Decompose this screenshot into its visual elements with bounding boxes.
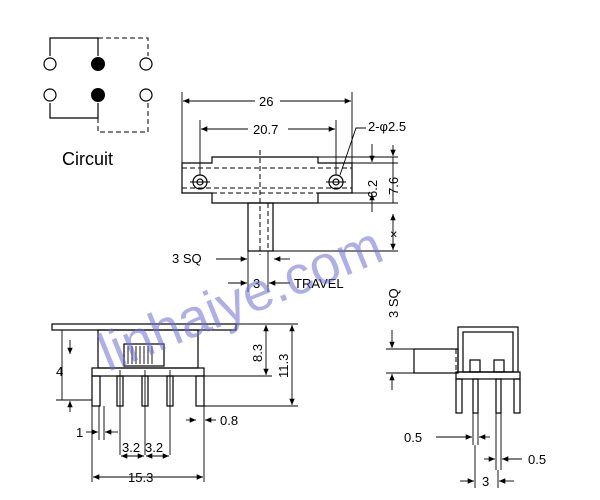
end-body-outer: [457, 326, 519, 373]
end-pin-right: [495, 378, 502, 414]
circuit-dashed-top: [98, 37, 149, 56]
end-handle: [413, 348, 459, 374]
dim-hole-spacing: 20.7: [253, 122, 278, 137]
terminal-open-4: [139, 88, 153, 102]
circuit-link-bottom: [49, 103, 99, 119]
end-base: [455, 371, 521, 380]
end-pin-left: [472, 378, 479, 414]
end-leg-right: [513, 378, 521, 414]
terminal-open-1: [43, 57, 57, 71]
dim-total-height: 11.3: [276, 354, 291, 378]
end-pin-housing-left: [469, 359, 481, 373]
terminal-open-3: [43, 88, 57, 102]
dim-end-pin-spacing: 3: [482, 474, 489, 489]
switch-body-outline: [181, 156, 353, 204]
dim-overall-length: 26: [259, 94, 273, 109]
dim-hole-callout: 2-φ2.5: [368, 119, 406, 134]
top-view: 26 20.7 2-φ2.5 6.2 7.6 × 3 SQ 3 TRAVEL: [172, 92, 406, 292]
terminal-open-2: [139, 57, 153, 71]
terminal-common-2: [91, 88, 105, 102]
knob-grip-lines: [127, 346, 153, 364]
circuit-dashed-bottom: [97, 103, 149, 133]
dim-body-height: 8.3: [250, 344, 265, 362]
dim-travel-label: TRAVEL: [294, 276, 344, 291]
slider-knob: [123, 343, 165, 367]
dim-pin-pitch-1: 3.2: [122, 440, 140, 455]
dim-end-pin-right: 0.5: [528, 452, 546, 467]
dim-pin-thickness: 0.8: [220, 413, 238, 428]
dim-overall-width: 15.3: [128, 470, 153, 485]
end-leg-left: [455, 378, 463, 414]
mount-tab-right: [195, 375, 205, 407]
dim-end-handle-square: 3 SQ: [386, 288, 401, 318]
dim-outer-height: 7.6: [386, 177, 401, 195]
circuit-label: Circuit: [62, 149, 113, 169]
dim-inner-height: 6.2: [365, 180, 380, 198]
watermark-text: linhaiye.com: [90, 215, 391, 383]
circuit-link-top: [49, 37, 99, 56]
side-view: 4 8.3 11.3 0.8 1 3.2 3.2 15.3: [51, 323, 298, 485]
end-view: 3 SQ 0.5 0.5 3: [386, 288, 546, 489]
mount-tab-left: [91, 375, 101, 407]
end-pin-housing-right: [493, 359, 505, 373]
dim-handle-extension: ×: [386, 230, 401, 238]
hole-callout-leader: [339, 127, 366, 176]
dim-pin-width: 1: [76, 425, 83, 440]
dim-pin-pitch-2: 3.2: [145, 440, 163, 455]
dim-lower-height: 4: [56, 364, 63, 379]
dim-handle-square: 3 SQ: [172, 251, 202, 266]
dim-travel-value: 3: [253, 276, 260, 291]
dim-end-pin-left: 0.5: [404, 430, 422, 445]
circuit-diagram: Circuit: [43, 37, 153, 169]
terminal-common-1: [91, 57, 105, 71]
